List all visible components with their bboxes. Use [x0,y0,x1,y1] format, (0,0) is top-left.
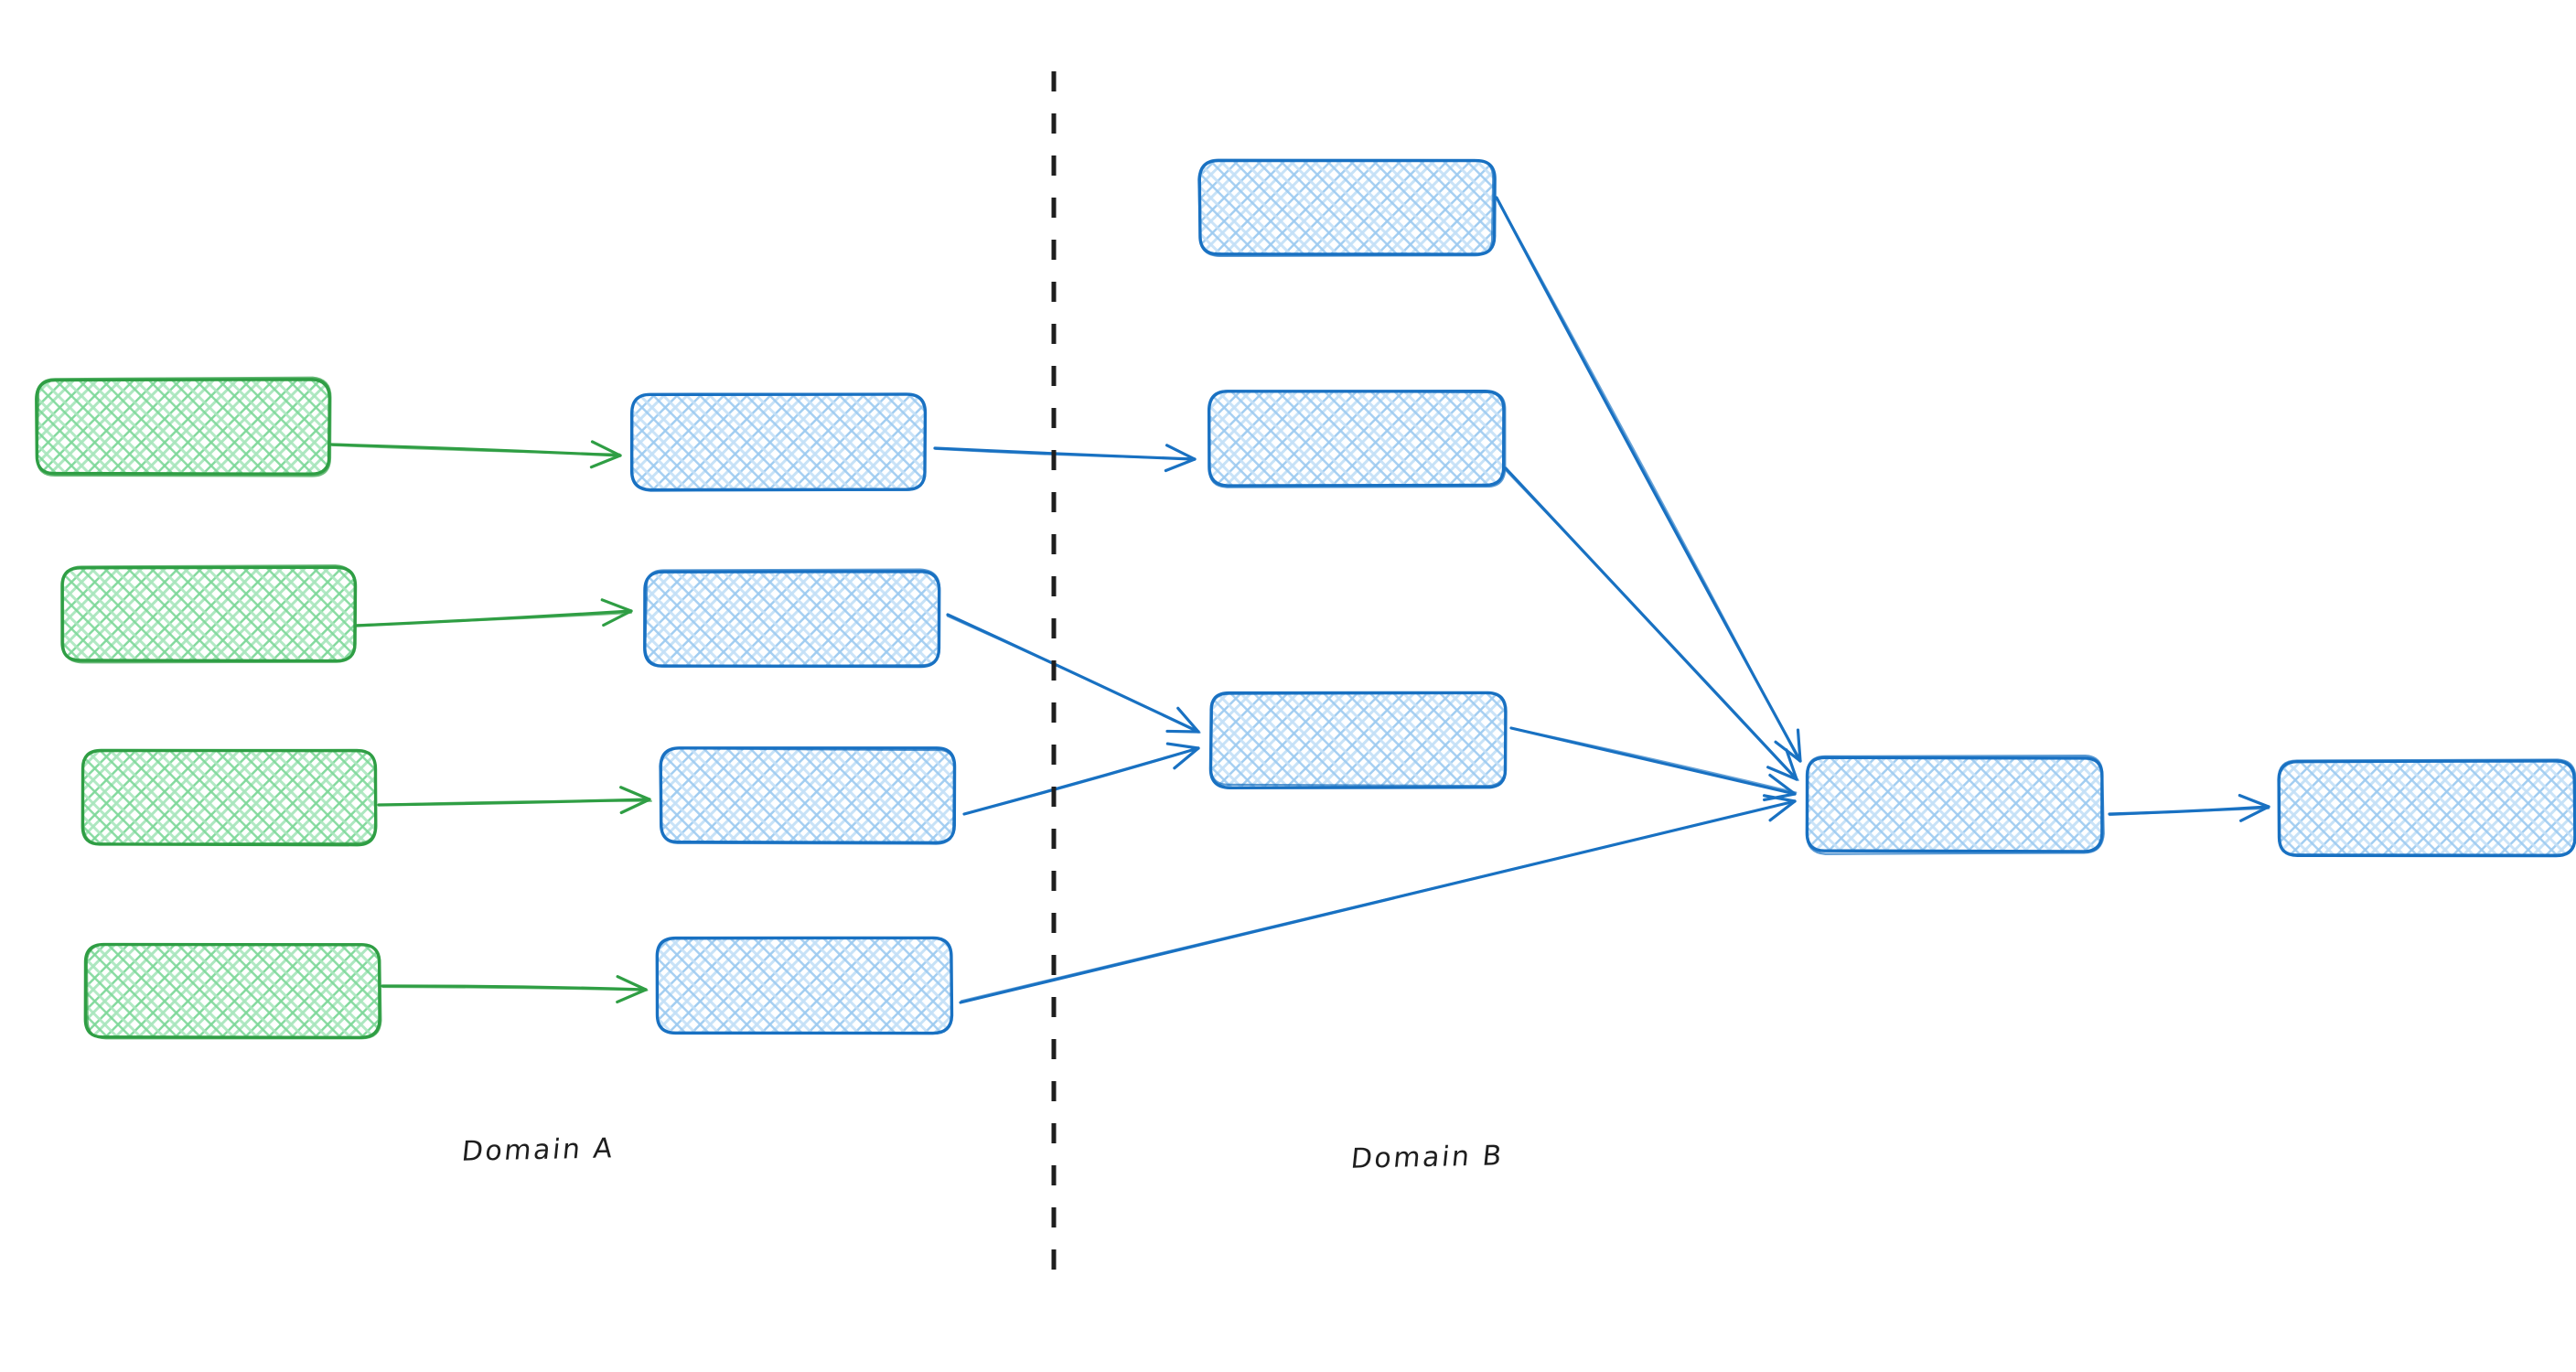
edge-e12 [2108,793,2270,822]
node-a-mid-3[interactable] [659,746,957,845]
edge-e11 [1509,726,1798,802]
node-a-mid-1[interactable] [629,392,928,492]
domain-b-label: Domain B [1349,1140,1506,1175]
edge-e2 [354,598,633,627]
edge-e3 [377,786,652,815]
edge-e7 [962,742,1200,816]
node-a-src-2[interactable] [60,564,358,664]
edge-e8 [959,794,1797,1004]
edge-e4 [381,975,649,1004]
node-a-mid-2[interactable] [643,568,941,669]
edge-e6 [946,613,1201,734]
node-b-node-1[interactable] [1197,158,1497,257]
edge-e5 [933,444,1197,473]
edges-layer [329,196,2270,1004]
edge-e9 [1495,196,1802,763]
nodes-layer [35,158,2576,1040]
edge-e1 [329,440,622,469]
node-a-src-4[interactable] [83,942,382,1040]
domain-a-label: Domain A [460,1132,617,1168]
node-a-src-1[interactable] [35,376,332,477]
node-b-node-3[interactable] [1208,691,1508,789]
node-b-merge[interactable] [1805,755,2105,855]
node-a-src-3[interactable] [80,748,378,847]
node-a-mid-4[interactable] [655,936,954,1035]
node-b-node-2[interactable] [1207,390,1507,488]
node-b-output[interactable] [2277,758,2576,858]
edge-e10 [1503,466,1799,782]
